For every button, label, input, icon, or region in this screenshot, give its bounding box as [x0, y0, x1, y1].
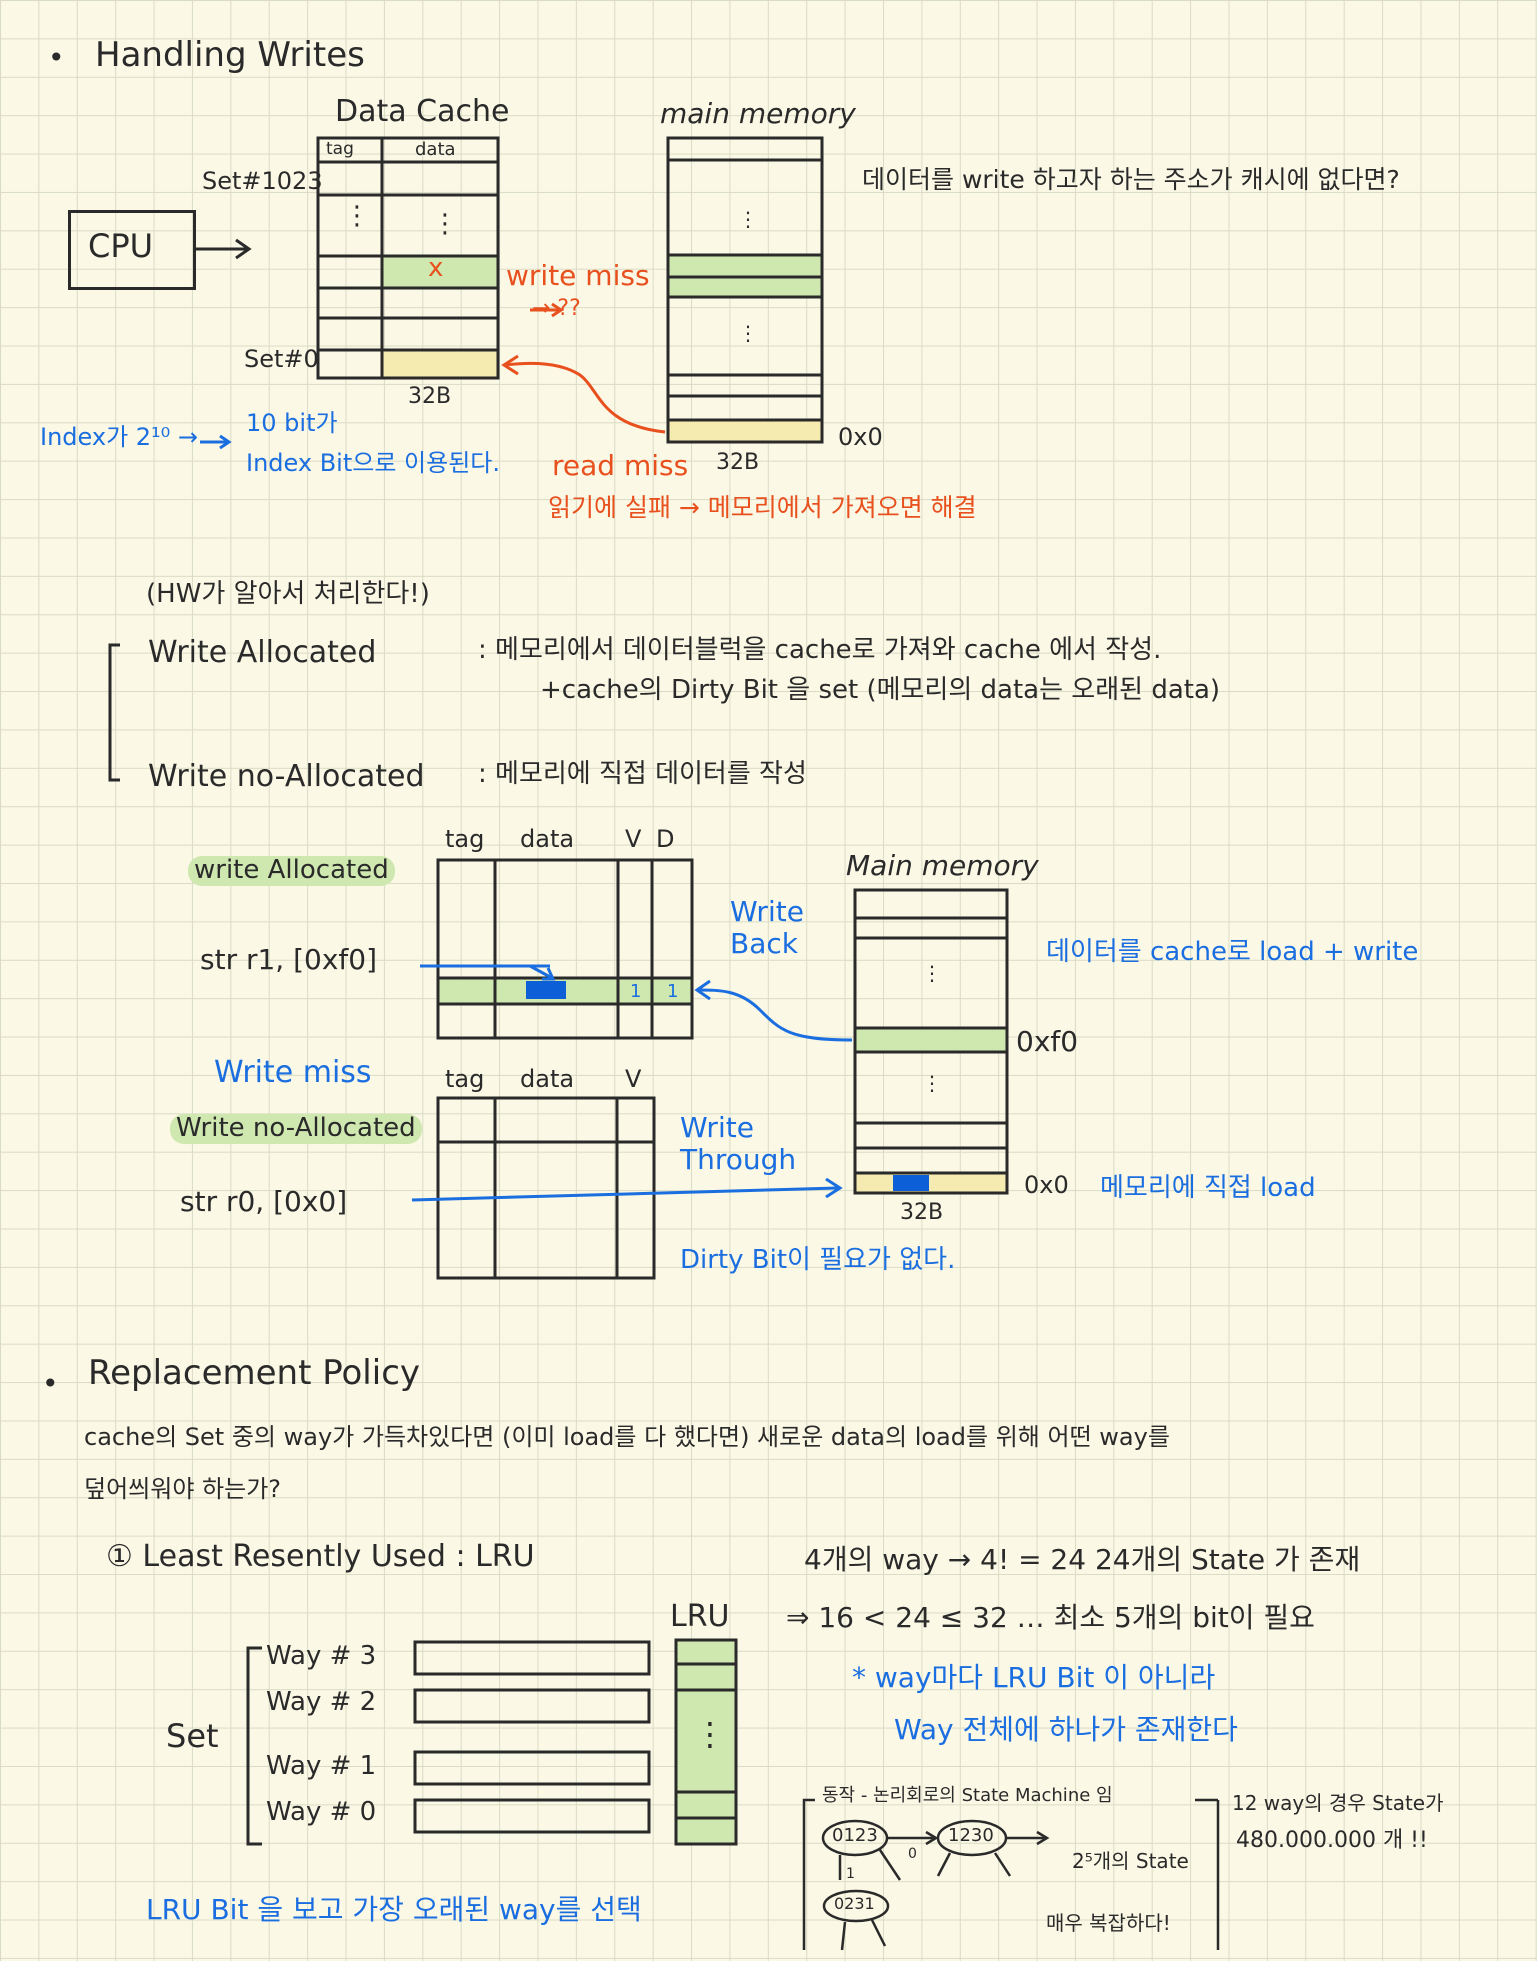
lru-heading: ① Least Resently Used : LRU [106, 1539, 535, 1574]
index-bits-note: 10 bit가 [246, 409, 338, 437]
way-2-label: Way # 2 [266, 1687, 377, 1717]
address-0xf0: 0xf0 [1016, 1025, 1079, 1058]
tag-column-label: tag [445, 1065, 485, 1093]
bullet: • [42, 1367, 59, 1400]
replacement-question: cache의 Set 중의 way가 가득차있다면 (이미 load를 다 했다… [84, 1423, 1170, 1451]
lru-pick-note: LRU Bit 을 보고 가장 오래된 way를 선택 [146, 1893, 642, 1926]
lru-note-line2: Way 전체에 하나가 존재한다 [894, 1713, 1238, 1746]
write-miss-label: Write miss [214, 1055, 372, 1090]
dirty-bit-value: 1 [667, 981, 679, 1002]
state-node-0231: 0231 [834, 1894, 875, 1913]
write-back-label: Write Back [730, 895, 804, 961]
way12-note-line2: 480.000.000 개 !! [1236, 1828, 1428, 1853]
mem-block-size: 32B [716, 450, 760, 475]
hw-note: (HW가 알아서 처리한다!) [146, 579, 430, 609]
write-missing-note: 데이터를 write 하고자 하는 주소가 캐시에 없다면? [862, 165, 1400, 194]
set-1023-label: Set#1023 [202, 167, 323, 195]
data-cache-label: Data Cache [335, 94, 510, 129]
section-title-handling-writes: Handling Writes [95, 35, 365, 75]
store-instruction-r0: str r0, [0x0] [180, 1185, 348, 1218]
address-0x0: 0x0 [1024, 1171, 1069, 1199]
tag-column-label: tag [445, 825, 485, 853]
section-title-replacement: Replacement Policy [88, 1353, 421, 1393]
direct-load-note: 메모리에 직접 load [1100, 1173, 1316, 1203]
data-column-label: data [415, 139, 456, 160]
valid-column-label: V [625, 825, 642, 853]
transition-label-1: 1 [846, 1866, 855, 1882]
index-bits-usage: Index Bit으로 이용된다. [246, 449, 500, 477]
way12-note-line1: 12 way의 경우 State가 [1232, 1791, 1444, 1815]
write-no-allocated-desc: : 메모리에 직접 데이터를 작성 [478, 759, 807, 789]
main-memory-label: Main memory [846, 849, 1039, 882]
index-note: Index가 2¹⁰ → [40, 423, 199, 451]
vertical-dots: ⋮ [922, 961, 942, 985]
data-column-label: data [520, 1065, 575, 1093]
cache-block-size: 32B [408, 384, 452, 409]
way-1-label: Way # 1 [266, 1751, 377, 1781]
vertical-dots: ⋮ [738, 321, 758, 345]
vertical-dots: ⋮ [432, 209, 458, 239]
vertical-dots: ⋮ [738, 207, 758, 231]
load-write-note: 데이터를 cache로 load + write [1046, 937, 1419, 967]
state-node-1230: 1230 [948, 1825, 994, 1846]
write-through-label: Write Through [680, 1111, 797, 1177]
valid-column-label: V [625, 1065, 642, 1093]
cpu-label: CPU [88, 227, 154, 265]
write-no-allocated-label: Write no-Allocated [148, 759, 425, 794]
transition-label-0: 0 [908, 1846, 917, 1862]
vertical-dots: ⋮ [344, 201, 370, 231]
store-instruction-r1: str r1, [0xf0] [200, 943, 378, 976]
write-no-allocated-badge: Write no-Allocated [170, 1113, 422, 1144]
read-miss-label: read miss [552, 449, 689, 482]
write-allocated-badge: write Allocated [188, 855, 395, 886]
data-column-label: data [520, 825, 575, 853]
way-0-label: Way # 0 [266, 1797, 377, 1827]
write-miss-label: write miss [506, 259, 650, 292]
address-0x0: 0x0 [838, 423, 883, 451]
write-allocated-label: Write Allocated [148, 635, 377, 670]
no-dirty-bit-note: Dirty Bit이 필요가 없다. [680, 1245, 956, 1275]
miss-x-mark: x [428, 253, 444, 283]
complex-note: 매우 복잡하다! [1046, 1911, 1171, 1935]
read-miss-fix: 읽기에 실패 → 메모리에서 가져오면 해결 [548, 493, 977, 522]
write-allocated-dirty: +cache의 Dirty Bit 을 set (메모리의 data는 오래된 … [540, 675, 1221, 705]
way-3-label: Way # 3 [266, 1641, 377, 1671]
replacement-question-cont: 덮어씌워야 하는가? [84, 1475, 282, 1503]
question-arrow: → ?? [532, 296, 581, 321]
write-allocated-desc: : 메모리에서 데이터블럭을 cache로 가져와 cache 에서 작성. [478, 635, 1162, 665]
state-node-0123: 0123 [832, 1825, 878, 1846]
lru-dots: ⋮ [694, 1715, 726, 1753]
valid-bit-value: 1 [630, 981, 642, 1002]
vertical-dots: ⋮ [922, 1071, 942, 1095]
state-machine-note: 동작 - 논리회로의 State Machine 임 [822, 1785, 1113, 1806]
block-size: 32B [900, 1200, 944, 1225]
bullet: • [48, 41, 65, 74]
set-label: Set [166, 1717, 219, 1755]
lru-note-line1: * way마다 LRU Bit 이 아니라 [852, 1661, 1216, 1694]
tag-column-label: tag [326, 139, 354, 159]
set-0-label: Set#0 [244, 345, 319, 373]
cpu-box [68, 210, 196, 290]
main-memory-label: main memory [660, 97, 856, 130]
lru-column-label: LRU [670, 1599, 730, 1634]
lru-bit-count: ⇒ 16 < 24 ≤ 32 … 최소 5개의 bit이 필요 [786, 1601, 1315, 1634]
dirty-column-label: D [656, 825, 675, 853]
states-32-note: 2⁵개의 State [1072, 1849, 1189, 1873]
lru-state-count: 4개의 way → 4! = 24 24개의 State 가 존재 [804, 1543, 1361, 1576]
